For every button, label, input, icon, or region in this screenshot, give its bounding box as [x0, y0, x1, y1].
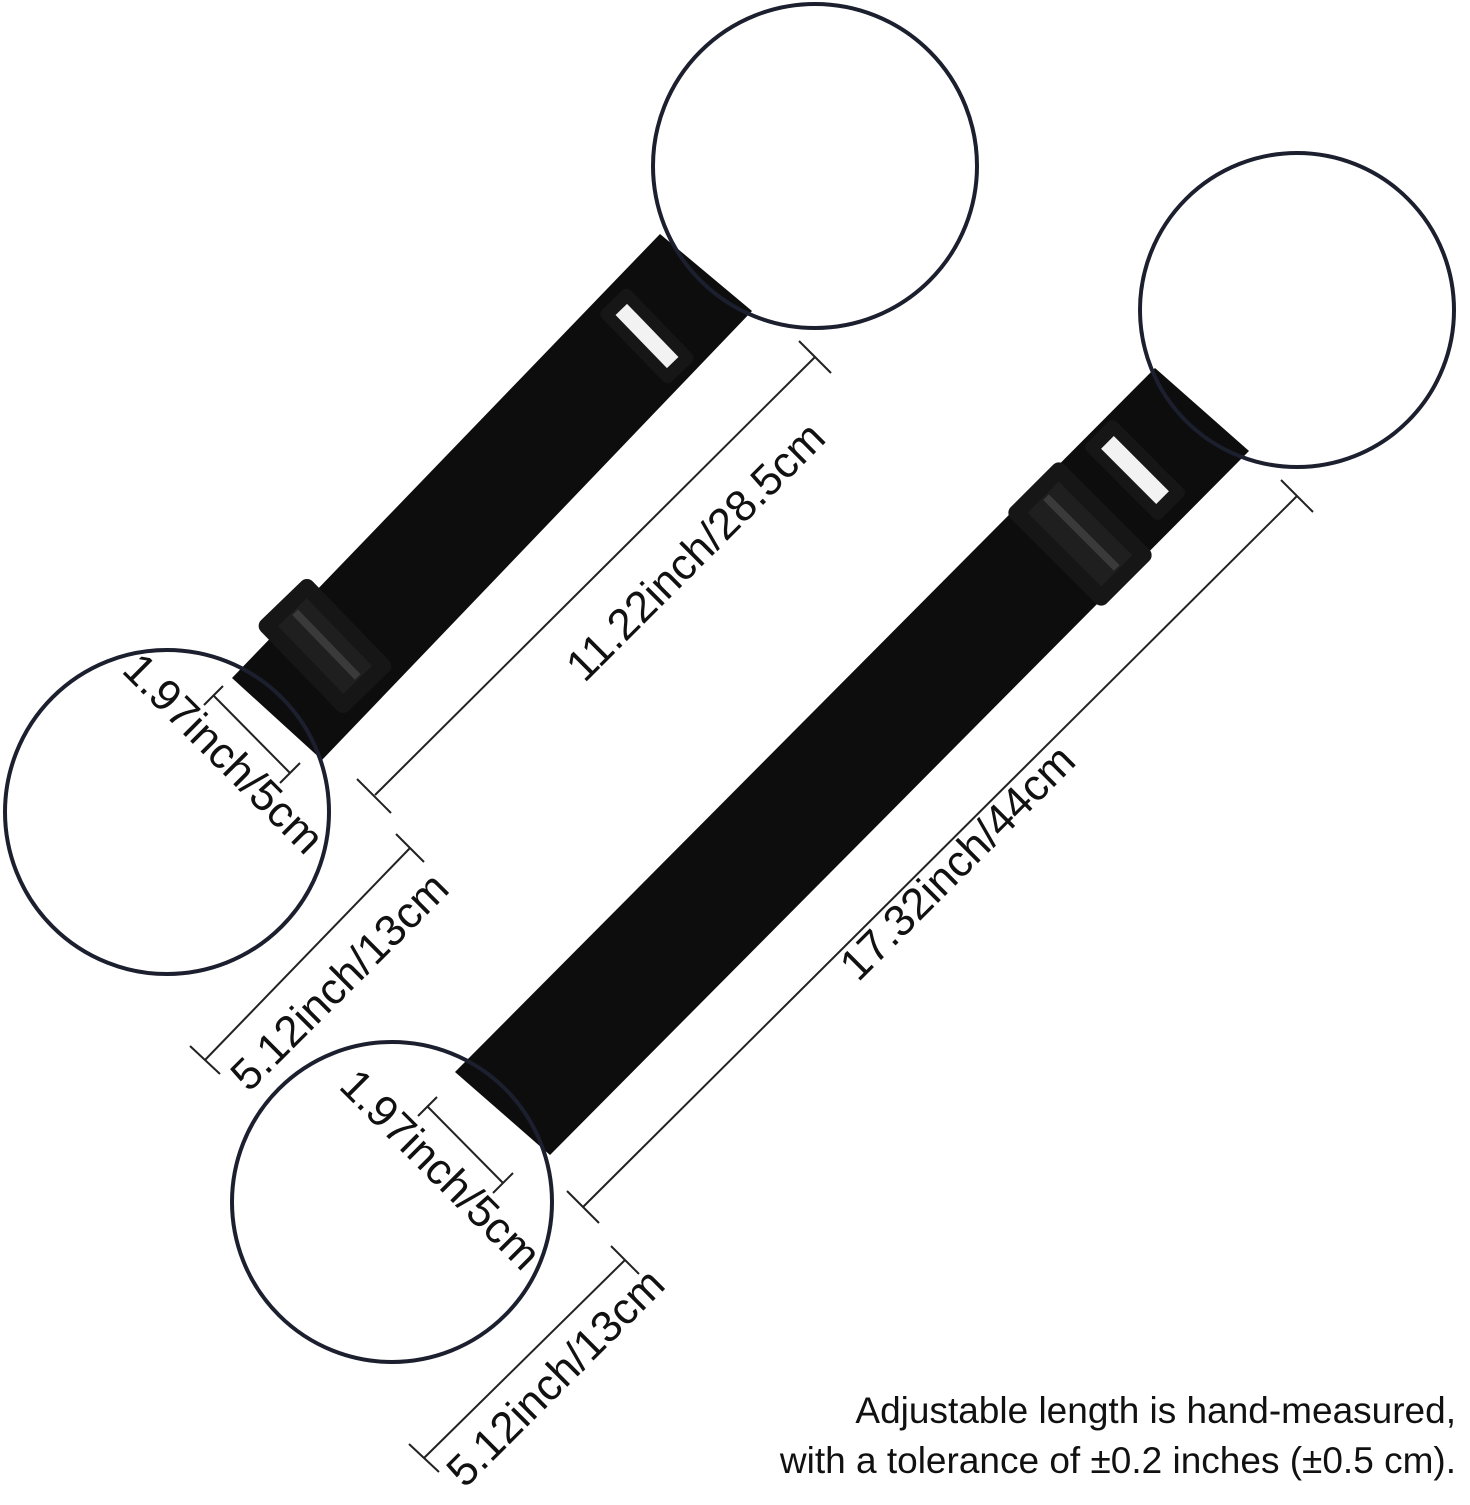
caption-line-1: Adjustable length is hand-measured, [855, 1390, 1456, 1431]
long-ring-dimension-line [423, 1259, 626, 1459]
short-strap-upper-buckle [600, 288, 694, 384]
long-strap [230, 151, 1456, 1364]
long-strap-top-ring [1138, 151, 1456, 469]
long-strap-band [455, 368, 1249, 1155]
short-ring-dimension-line [204, 847, 411, 1061]
caption-line-2: with a tolerance of ±0.2 inches (±0.5 cm… [779, 1440, 1456, 1481]
long-strap-lower-buckle [1008, 462, 1152, 606]
short-strap-top-ring [651, 2, 979, 330]
short-strap [3, 2, 979, 976]
long-strap-bottom-ring [230, 1040, 554, 1364]
dimension-lines [189, 340, 1314, 1473]
long-width-dimension-line [426, 1105, 504, 1184]
long-length-dimension-line [582, 495, 1298, 1208]
tolerance-caption: Adjustable length is hand-measured, with… [780, 1386, 1456, 1486]
short-width-dimension-line [212, 694, 291, 774]
short-ring-label: 5.12inch/13cm [221, 863, 458, 1100]
short-strap-lower-buckle [258, 578, 392, 714]
short-strap-bottom-ring [3, 648, 331, 976]
long-ring-label: 5.12inch/13cm [437, 1259, 674, 1496]
long-strap-upper-buckle [1085, 420, 1185, 520]
short-length-dimension-line [374, 356, 816, 796]
short-strap-band [232, 234, 752, 760]
